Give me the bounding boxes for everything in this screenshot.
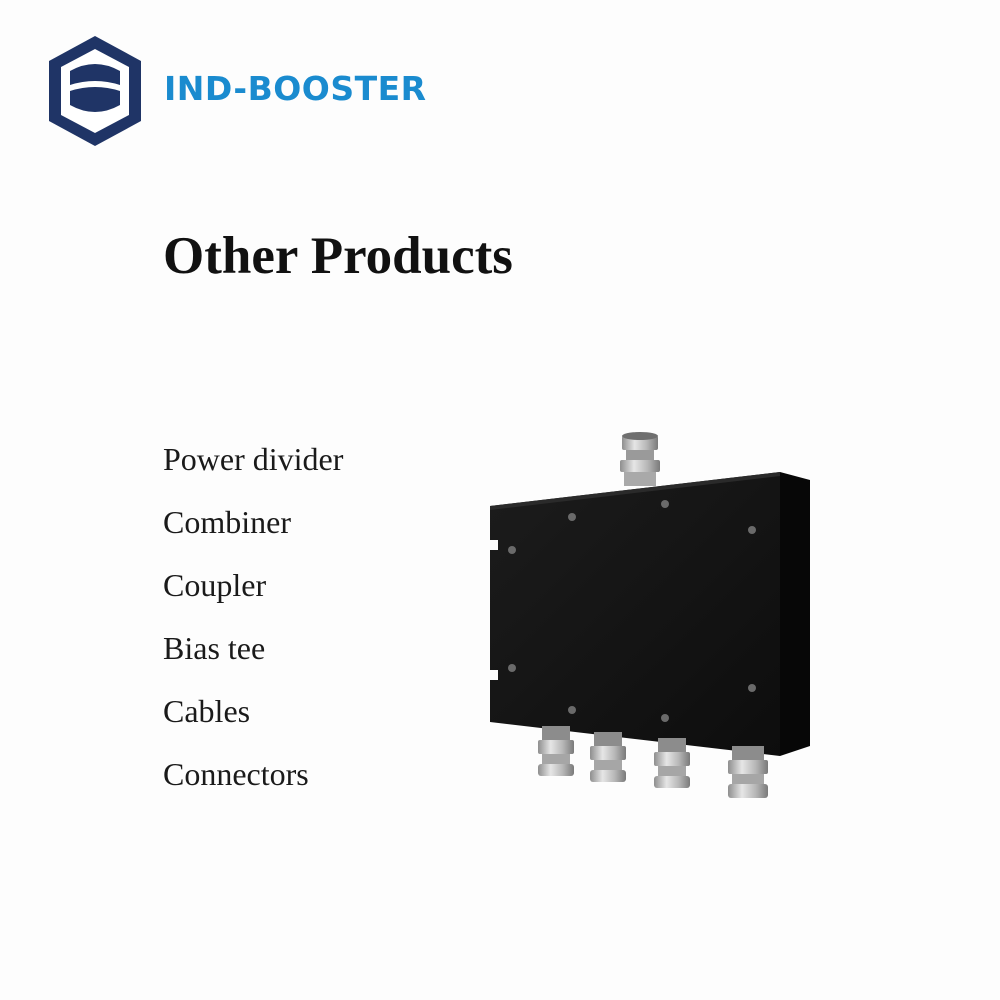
brand-name: IND-BOOSTER [164, 69, 427, 108]
list-item: Bias tee [163, 630, 266, 666]
brand: IND-BOOSTER [46, 33, 426, 149]
list-item: Cables [163, 693, 251, 729]
list-item: Connectors [163, 756, 309, 792]
power-divider-icon [490, 432, 810, 798]
list-item: Coupler [163, 567, 267, 603]
bottom-connectors [538, 726, 768, 798]
list-item: Power divider [163, 441, 344, 477]
product-list: Power divider Combiner Coupler Bias tee … [163, 437, 343, 815]
list-item: Combiner [163, 504, 291, 540]
page-title: Other Products [163, 227, 513, 285]
hexagon-logo-icon [49, 36, 141, 146]
top-connector [620, 432, 660, 486]
